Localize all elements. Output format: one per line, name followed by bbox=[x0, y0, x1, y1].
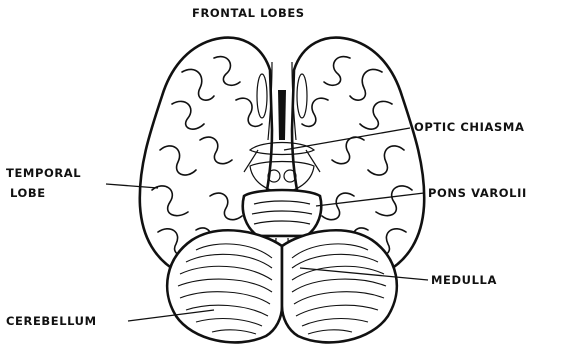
label-cerebellum: CEREBELLUM bbox=[6, 314, 97, 328]
label-optic-chiasma: OPTIC CHIASMA bbox=[414, 120, 524, 134]
label-pons-varolii: PONS VAROLII bbox=[428, 186, 527, 200]
pons-varolii bbox=[243, 190, 321, 236]
label-temporal-lobe-line1: TEMPORAL bbox=[6, 166, 81, 180]
label-temporal-lobe-line2: LOBE bbox=[10, 186, 46, 200]
cerebellum bbox=[167, 230, 397, 342]
label-frontal-lobes: FRONTAL LOBES bbox=[192, 6, 305, 20]
label-medulla: MEDULLA bbox=[431, 273, 497, 287]
